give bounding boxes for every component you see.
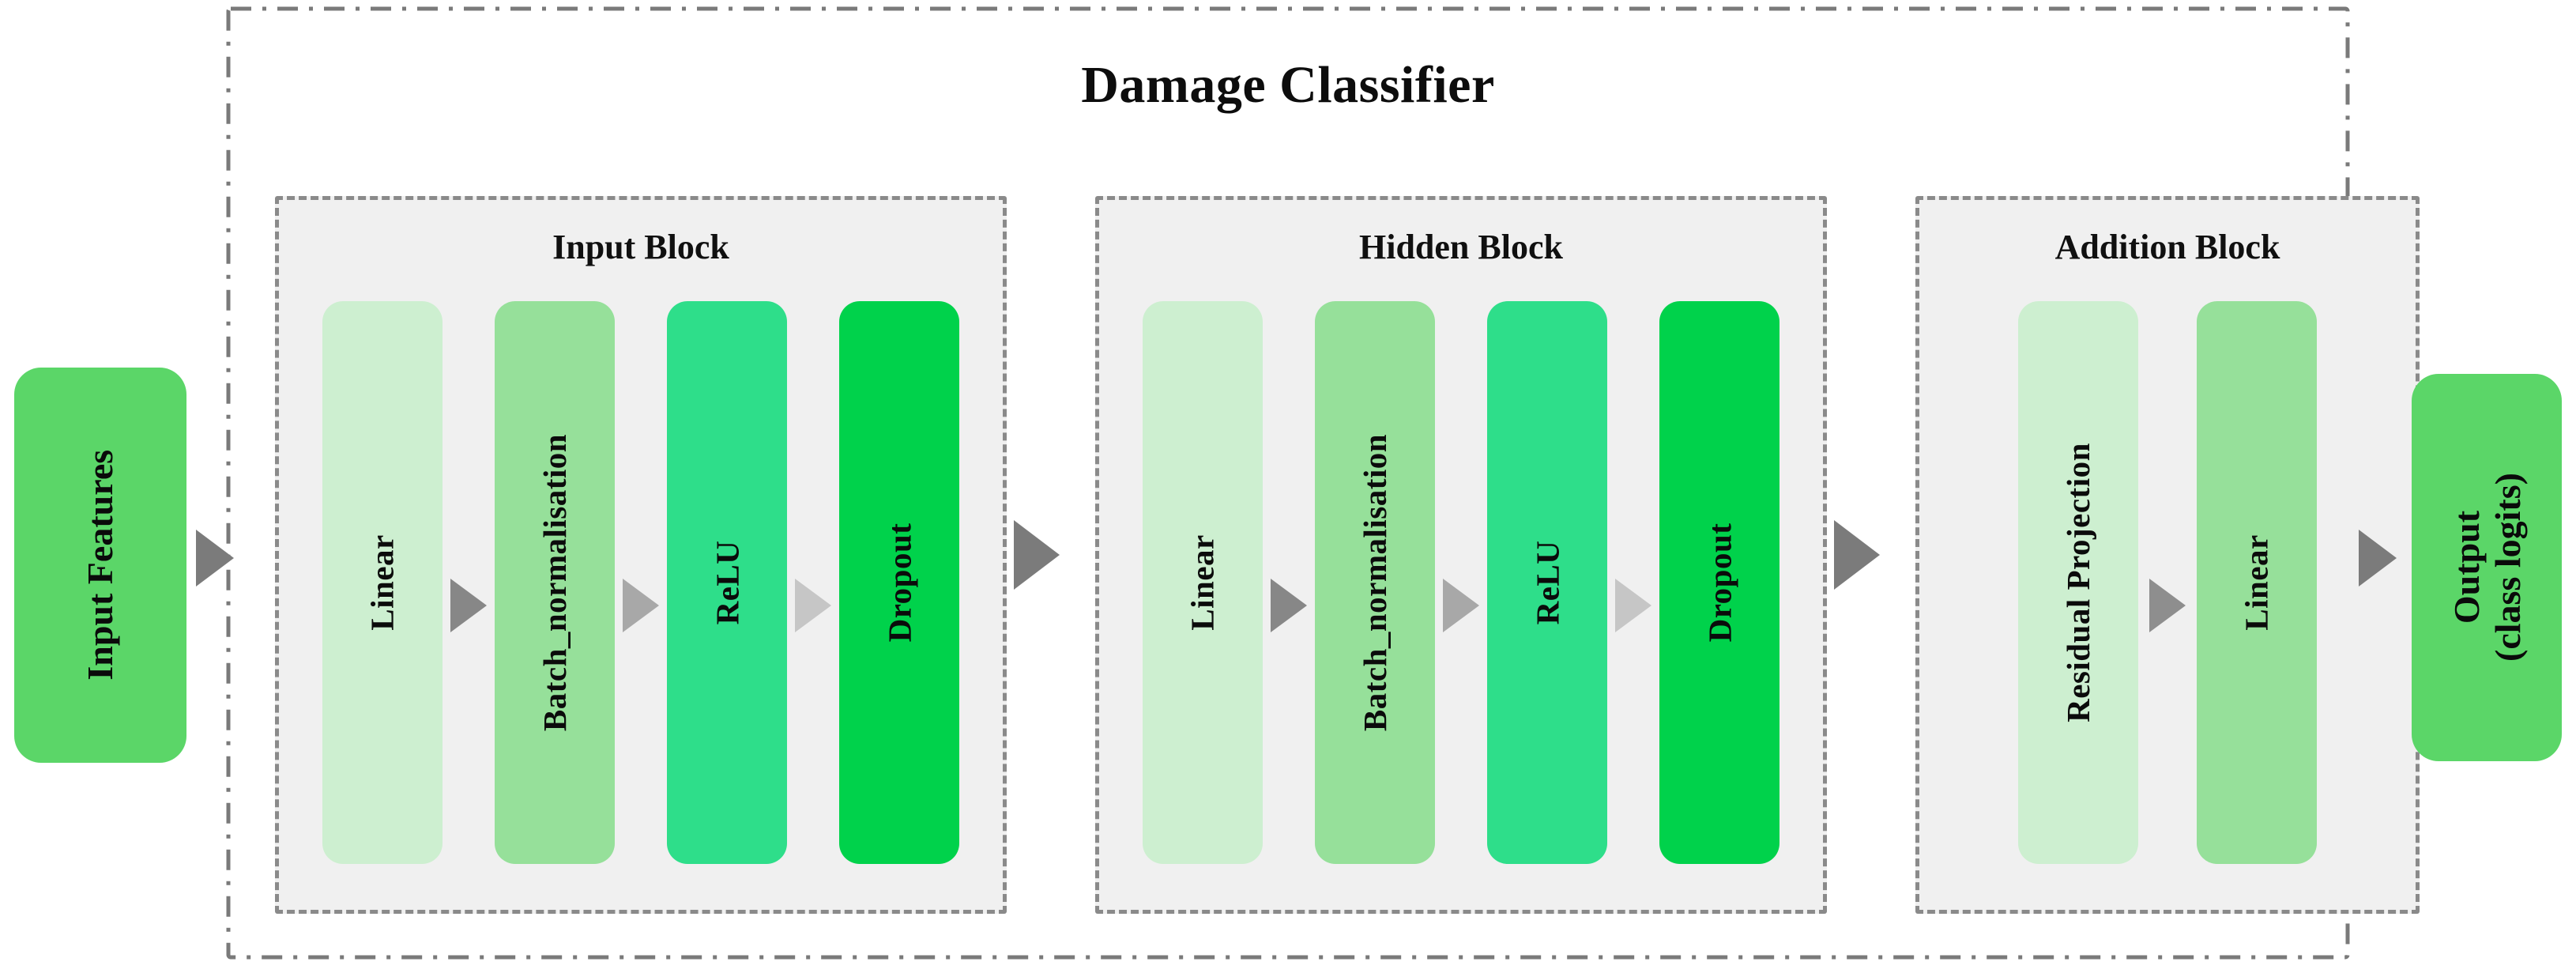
input-features-node[interactable]: Input Features — [14, 368, 186, 763]
layer-relu[interactable]: ReLU — [1487, 301, 1607, 864]
layer-relu[interactable]: ReLU — [667, 301, 787, 864]
arrow-hidden-to-addition-block — [1834, 520, 1880, 590]
hidden-block-layers: Linear Batch_normalisation ReLU Dropout — [1099, 301, 1823, 910]
output-label-line2: (class logits) — [2487, 473, 2528, 662]
input-block-title: Input Block — [552, 228, 729, 266]
layer-label: Dropout — [1700, 522, 1738, 643]
layer-linear[interactable]: Linear — [2197, 301, 2317, 864]
layer-batch-normalisation[interactable]: Batch_normalisation — [1315, 301, 1435, 864]
input-block-layers: Linear Batch_normalisation ReLU Dropout — [279, 301, 1003, 910]
triangle-right-icon — [1615, 579, 1651, 632]
input-features-label: Input Features — [80, 450, 121, 681]
output-label: Output (class logits) — [2446, 473, 2527, 662]
layer-dropout[interactable]: Dropout — [839, 301, 959, 864]
layer-linear[interactable]: Linear — [1143, 301, 1263, 864]
triangle-right-icon — [623, 579, 659, 632]
layer-label: Linear — [1184, 534, 1221, 631]
triangle-right-icon — [795, 579, 831, 632]
arrow-input-to-hidden-block — [1014, 520, 1060, 590]
layer-label: Batch_normalisation — [537, 433, 573, 732]
triangle-right-icon — [2149, 579, 2186, 632]
triangle-right-icon — [1271, 579, 1307, 632]
output-node[interactable]: Output (class logits) — [2412, 374, 2562, 761]
layer-label: Linear — [364, 534, 401, 631]
layer-label: Linear — [2239, 534, 2275, 631]
layer-label: Dropout — [880, 522, 917, 643]
hidden-block-title: Hidden Block — [1359, 228, 1563, 266]
layer-batch-normalisation[interactable]: Batch_normalisation — [495, 301, 615, 864]
arrow-input-to-classifier — [196, 530, 234, 587]
triangle-right-icon — [450, 579, 487, 632]
input-block: Input Block Linear Batch_normalisation R… — [275, 196, 1007, 914]
addition-block-title: Addition Block — [2054, 228, 2280, 266]
arrow-classifier-to-output — [2359, 530, 2397, 587]
layer-label: Residual Projection — [2060, 443, 2097, 722]
addition-block: Addition Block Residual Projection Linea… — [1915, 196, 2420, 914]
layer-dropout[interactable]: Dropout — [1659, 301, 1779, 864]
layer-label: ReLU — [708, 540, 745, 625]
output-label-line1: Output — [2446, 511, 2487, 624]
layer-label: Batch_normalisation — [1357, 433, 1393, 732]
triangle-right-icon — [1443, 579, 1479, 632]
layer-label: ReLU — [1528, 540, 1565, 625]
layer-linear[interactable]: Linear — [322, 301, 443, 864]
diagram-title: Damage Classifier — [1081, 56, 1495, 114]
addition-block-layers: Residual Projection Linear — [1919, 301, 2416, 910]
layer-residual-projection[interactable]: Residual Projection — [2018, 301, 2138, 864]
hidden-block: Hidden Block Linear Batch_normalisation … — [1095, 196, 1827, 914]
